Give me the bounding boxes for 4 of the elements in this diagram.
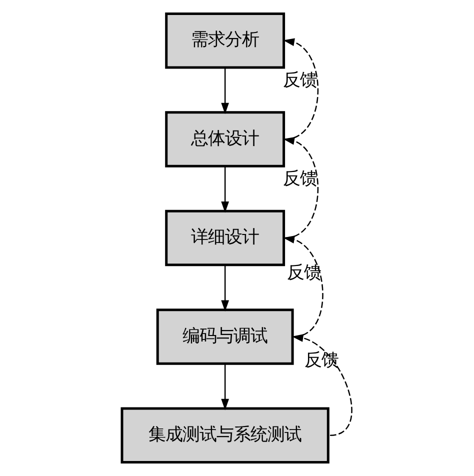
edge-label: 反馈: [282, 70, 317, 90]
edge-label: 反馈: [282, 169, 317, 190]
edge-label: 反馈: [286, 263, 321, 284]
edge-label: 反馈: [304, 350, 338, 370]
